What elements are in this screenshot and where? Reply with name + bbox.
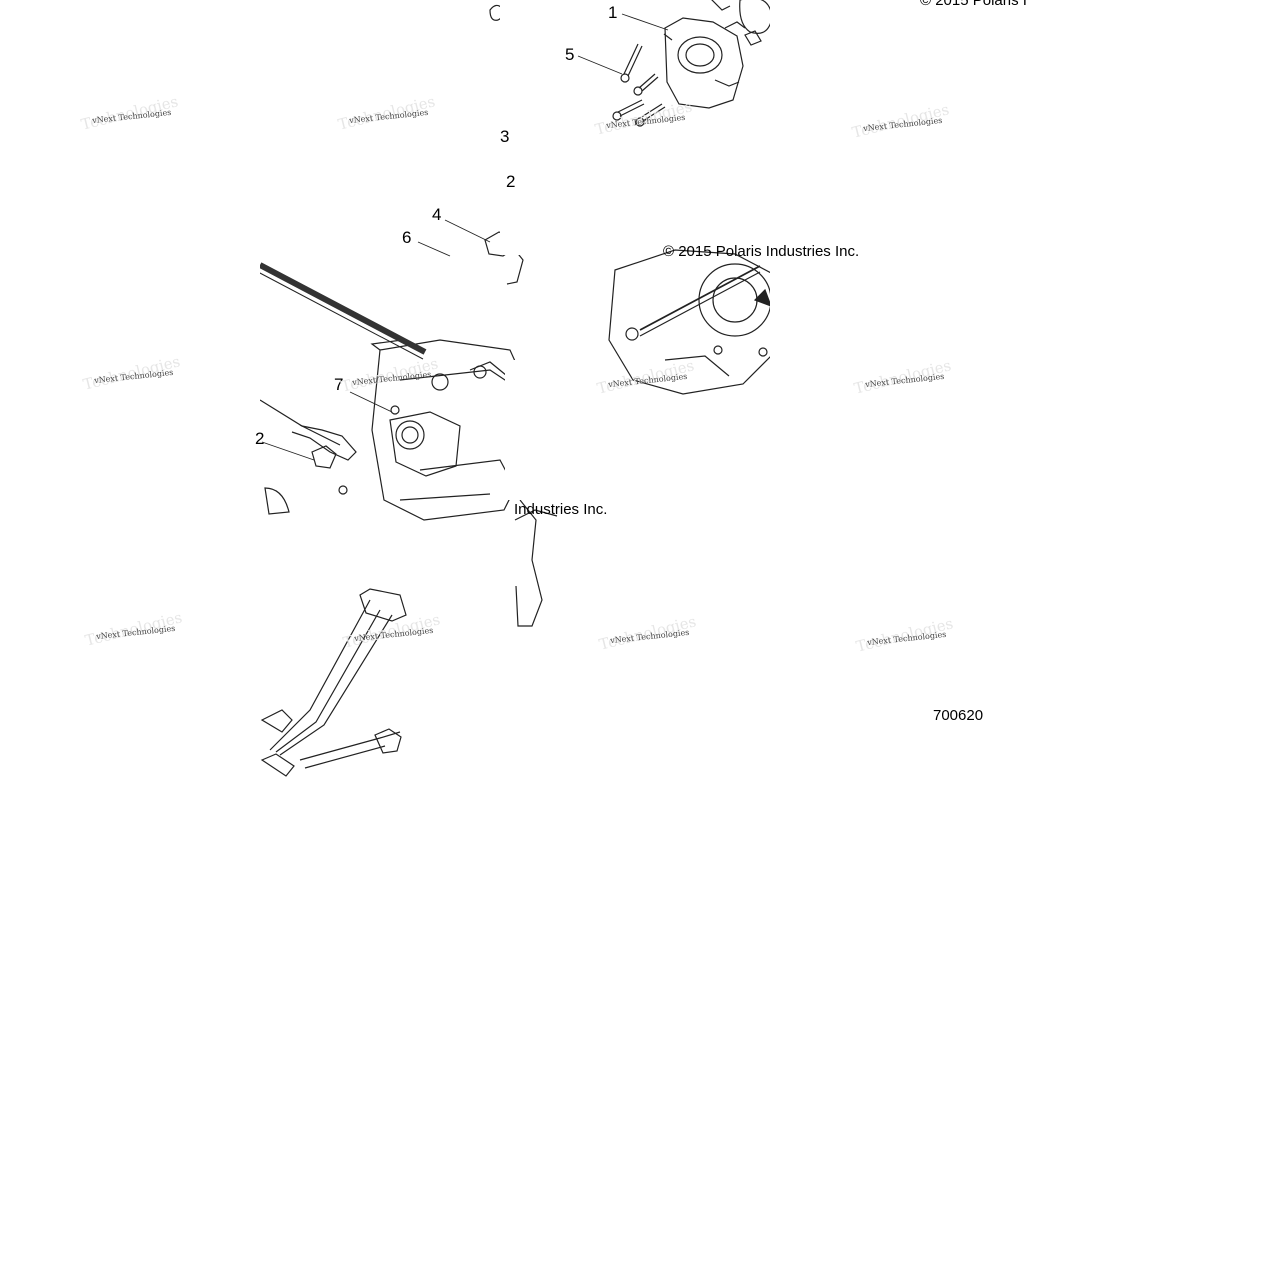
callout-2-upper: 2	[506, 172, 516, 191]
diagram-reference-number: 700620	[933, 707, 984, 724]
callout-1: 1	[608, 3, 618, 22]
callout-3: 3	[500, 127, 510, 146]
leader-lines	[261, 13, 669, 461]
mask-e	[770, 262, 890, 412]
wiring-harness	[260, 588, 407, 777]
callout-5: 5	[565, 45, 575, 64]
mask-c	[505, 360, 600, 500]
copyright-lower: Industries Inc.	[514, 501, 608, 518]
callout-6: 6	[402, 228, 412, 247]
throttle-body	[663, 0, 773, 109]
dipstick	[257, 262, 427, 360]
bolts	[612, 43, 666, 127]
callout-2-lower: 2	[255, 429, 265, 448]
copyright-middle: © 2015 Polaris Industries Inc.	[663, 243, 860, 260]
fuel-injector	[259, 399, 357, 469]
mask-a	[500, 0, 560, 255]
engine-assembly	[264, 339, 558, 627]
copyright-top-right: © 2015 Polaris I	[920, 0, 1027, 9]
callout-7: 7	[334, 375, 344, 394]
mask-b	[240, 255, 260, 775]
callout-4: 4	[432, 205, 442, 224]
mask-d	[770, 0, 890, 255]
